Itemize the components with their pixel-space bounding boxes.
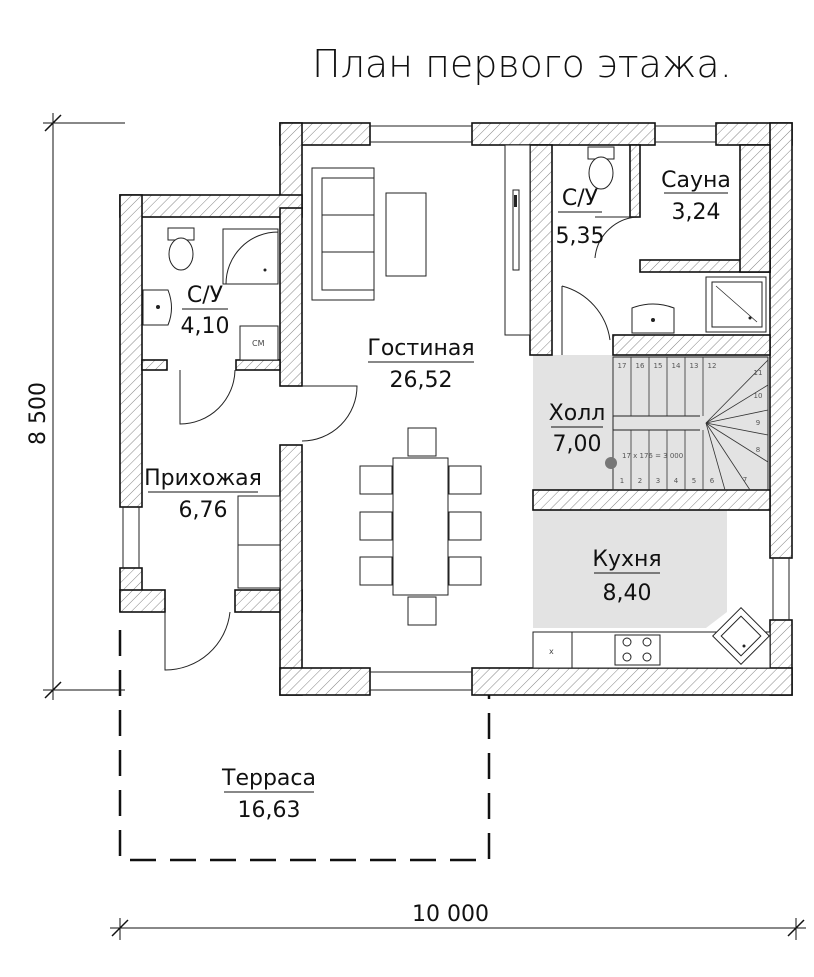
room-su1-area: 4,10: [181, 314, 230, 339]
width-dimension: 10 000: [110, 902, 806, 940]
wall-wc2-sauna: [629, 144, 641, 218]
room-kitchen-area: 8,40: [603, 581, 652, 606]
plan-title: План первого этажа.: [312, 42, 732, 86]
height-dimension: 8 500: [26, 113, 125, 700]
room-entry-area: 6,76: [179, 498, 228, 523]
stair-step-number: 12: [708, 362, 717, 370]
shower-1: [222, 228, 279, 285]
stair-tread: [705, 409, 769, 424]
room-entry-name: Прихожая: [144, 466, 262, 491]
room-su1: С/У 4,10: [181, 283, 230, 339]
stair-step-number: 2: [638, 477, 642, 485]
wall-left-upper: [119, 194, 143, 508]
stair-tread: [705, 384, 769, 424]
room-terrace-name: Терраса: [221, 766, 316, 791]
appliance-label: x: [549, 647, 554, 656]
room-sauna: Сауна 3,24: [661, 168, 731, 225]
sofa: [311, 167, 375, 301]
toilet-1: [167, 227, 195, 271]
washing-machine: [239, 325, 279, 361]
room-su2-area: 5,35: [556, 224, 605, 249]
kitchen-highlight: [533, 510, 727, 628]
wall-wc1-bottom-right: [235, 359, 281, 371]
wall-entry-top: [119, 194, 303, 218]
tv-cabinet: [504, 144, 531, 336]
stair-step-number: 7: [743, 476, 747, 484]
stair-step-number: 4: [674, 477, 679, 485]
coffee-table: [385, 192, 427, 277]
stair-step-number: 10: [754, 392, 763, 400]
wall-top-middle: [471, 122, 656, 146]
room-entry: Прихожая 6,76: [144, 466, 262, 523]
wall-entry-bottom-left: [119, 589, 166, 613]
wall-living-wc2: [529, 144, 553, 356]
stair-step-number: 9: [756, 419, 760, 427]
room-living-area: 26,52: [390, 368, 453, 393]
wall-entry-living-lower: [279, 444, 303, 696]
wall-hall-kitchen: [532, 489, 771, 511]
stair-step-number: 16: [636, 362, 645, 370]
stair-start-marker: [605, 457, 617, 469]
room-living: Гостиная 26,52: [367, 336, 474, 393]
staircase: [612, 356, 769, 491]
room-hall: Холл 7,00: [549, 401, 606, 457]
stair-tread: [705, 422, 751, 491]
room-su2-name: С/У: [562, 186, 599, 211]
wall-wc1-bottom-left: [141, 359, 168, 371]
stair-step-number: 17: [618, 362, 627, 370]
room-sauna-area: 3,24: [672, 200, 721, 225]
wall-hall-top: [612, 334, 771, 356]
wall-right-upper: [769, 122, 793, 559]
room-living-name: Гостиная: [367, 336, 474, 361]
height-dimension-label: 8 500: [26, 382, 51, 445]
stair-step-number: 14: [672, 362, 681, 370]
sink-2: [631, 303, 675, 334]
stair-spec: 17 x 176 = 3 000: [622, 452, 683, 460]
room-su1-name: С/У: [187, 283, 224, 308]
stair-step-number: 8: [756, 446, 760, 454]
room-terrace-area: 16,63: [238, 798, 301, 823]
terrace-outline: [118, 630, 491, 862]
doors: [164, 216, 641, 671]
stair-step-number: 3: [656, 477, 660, 485]
stair-step-number: 11: [754, 369, 763, 377]
dining-set: [359, 427, 482, 626]
walls: [119, 122, 793, 696]
kitchen-counter: [532, 607, 771, 669]
stair-step-number: 15: [654, 362, 663, 370]
stair-tread: [705, 422, 769, 436]
washing-machine-label: СМ: [252, 339, 265, 348]
stair-step-number: 6: [710, 477, 715, 485]
room-su2: С/У 5,35: [556, 186, 605, 249]
room-kitchen: Кухня 8,40: [592, 547, 661, 606]
room-kitchen-name: Кухня: [592, 547, 661, 572]
room-sauna-name: Сауна: [661, 168, 731, 193]
wall-bottom-left: [279, 667, 371, 696]
stair-tread: [705, 422, 726, 491]
toilet-2: [587, 146, 615, 190]
width-dimension-label: 10 000: [412, 902, 489, 927]
stair-step-number: 13: [690, 362, 699, 370]
room-hall-area: 7,00: [553, 432, 602, 457]
wall-bottom-right: [471, 667, 793, 696]
entry-wardrobe: [237, 495, 281, 589]
room-hall-name: Холл: [549, 401, 606, 426]
sink-1: [142, 289, 172, 326]
stair-treads: 17 16 15 14 13 12 11 10 9 8 7 6 5 4 3 2 1: [612, 357, 769, 491]
hall-highlight: [533, 355, 768, 490]
stair-tread: [705, 422, 769, 463]
stair-step-number: 1: [620, 477, 624, 485]
stair-step-number: 5: [692, 477, 696, 485]
wall-entry-living-upper: [279, 207, 303, 387]
windows: [122, 125, 790, 691]
room-terrace: Терраса 16,63: [221, 766, 316, 823]
stair-tread: [705, 359, 769, 424]
wall-sauna-right: [739, 144, 771, 273]
shower-2: [705, 276, 767, 333]
